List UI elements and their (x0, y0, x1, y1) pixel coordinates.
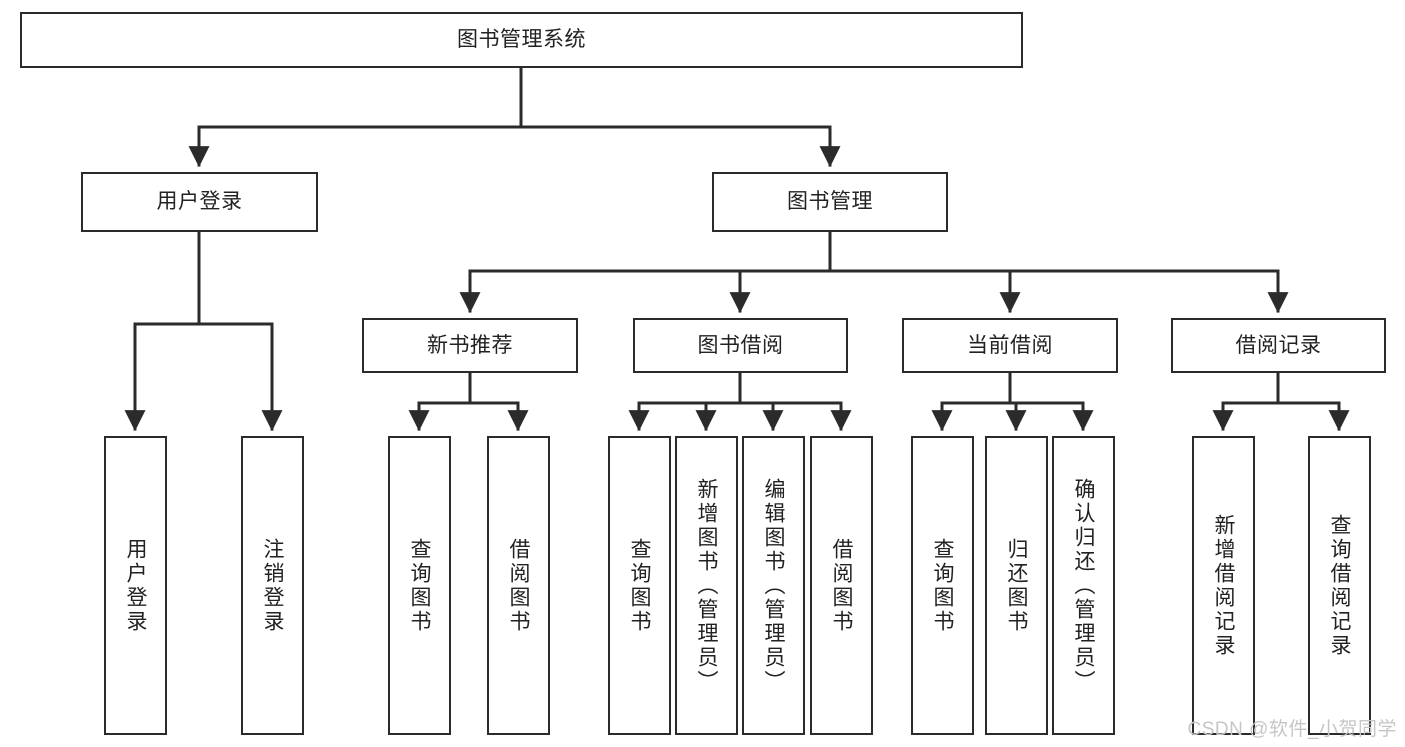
leaf-edit-book-admin[interactable]: 编辑图书（管理员） (742, 436, 805, 735)
csdn-watermark: CSDN @软件_小贺同学 (1187, 719, 1397, 740)
node-root[interactable]: 图书管理系统 (20, 12, 1023, 68)
leaf-add-borrow-record[interactable]: 新增借阅记录 (1192, 436, 1255, 735)
leaf-borrow-book[interactable]: 借阅图书 (810, 436, 873, 735)
node-current-borrow-label: 当前借阅 (967, 333, 1053, 357)
leaf-query-borrow-record[interactable]: 查询借阅记录 (1308, 436, 1371, 735)
leaf-query-book-borrow-label: 查询图书 (628, 537, 651, 634)
leaf-confirm-return-admin[interactable]: 确认归还（管理员） (1052, 436, 1115, 735)
leaf-query-book-borrow[interactable]: 查询图书 (608, 436, 671, 735)
leaf-borrow-book-recommend-label: 借阅图书 (507, 537, 530, 634)
leaf-borrow-book-recommend[interactable]: 借阅图书 (487, 436, 550, 735)
node-book-management[interactable]: 图书管理 (712, 172, 948, 232)
leaf-query-book-recommend[interactable]: 查询图书 (388, 436, 451, 735)
leaf-edit-book-admin-label: 编辑图书（管理员） (762, 477, 785, 694)
leaf-return-book[interactable]: 归还图书 (985, 436, 1048, 735)
leaf-query-book-current-label: 查询图书 (931, 537, 954, 634)
leaf-return-book-label: 归还图书 (1005, 537, 1028, 634)
leaf-borrow-book-label: 借阅图书 (830, 537, 853, 634)
leaf-query-book-current[interactable]: 查询图书 (911, 436, 974, 735)
leaf-add-book-admin-label: 新增图书（管理员） (695, 477, 718, 694)
leaf-query-borrow-record-label: 查询借阅记录 (1328, 513, 1351, 658)
leaf-logout-label: 注销登录 (261, 537, 284, 634)
node-user-login-label: 用户登录 (156, 190, 243, 214)
node-borrow-record[interactable]: 借阅记录 (1171, 318, 1386, 373)
leaf-add-borrow-record-label: 新增借阅记录 (1212, 513, 1235, 658)
leaf-user-login[interactable]: 用户登录 (104, 436, 167, 735)
node-new-book-recommend[interactable]: 新书推荐 (362, 318, 578, 373)
node-root-label: 图书管理系统 (457, 28, 586, 52)
leaf-user-login-label: 用户登录 (124, 537, 147, 634)
node-book-borrow[interactable]: 图书借阅 (633, 318, 848, 373)
node-book-borrow-label: 图书借阅 (697, 333, 784, 357)
node-current-borrow[interactable]: 当前借阅 (902, 318, 1118, 373)
node-new-book-recommend-label: 新书推荐 (427, 333, 513, 357)
leaf-query-book-recommend-label: 查询图书 (408, 537, 431, 634)
leaf-logout[interactable]: 注销登录 (241, 436, 304, 735)
node-borrow-record-label: 借阅记录 (1235, 333, 1322, 357)
node-user-login[interactable]: 用户登录 (81, 172, 318, 232)
node-book-management-label: 图书管理 (787, 190, 873, 214)
leaf-add-book-admin[interactable]: 新增图书（管理员） (675, 436, 738, 735)
leaf-confirm-return-admin-label: 确认归还（管理员） (1072, 477, 1095, 694)
